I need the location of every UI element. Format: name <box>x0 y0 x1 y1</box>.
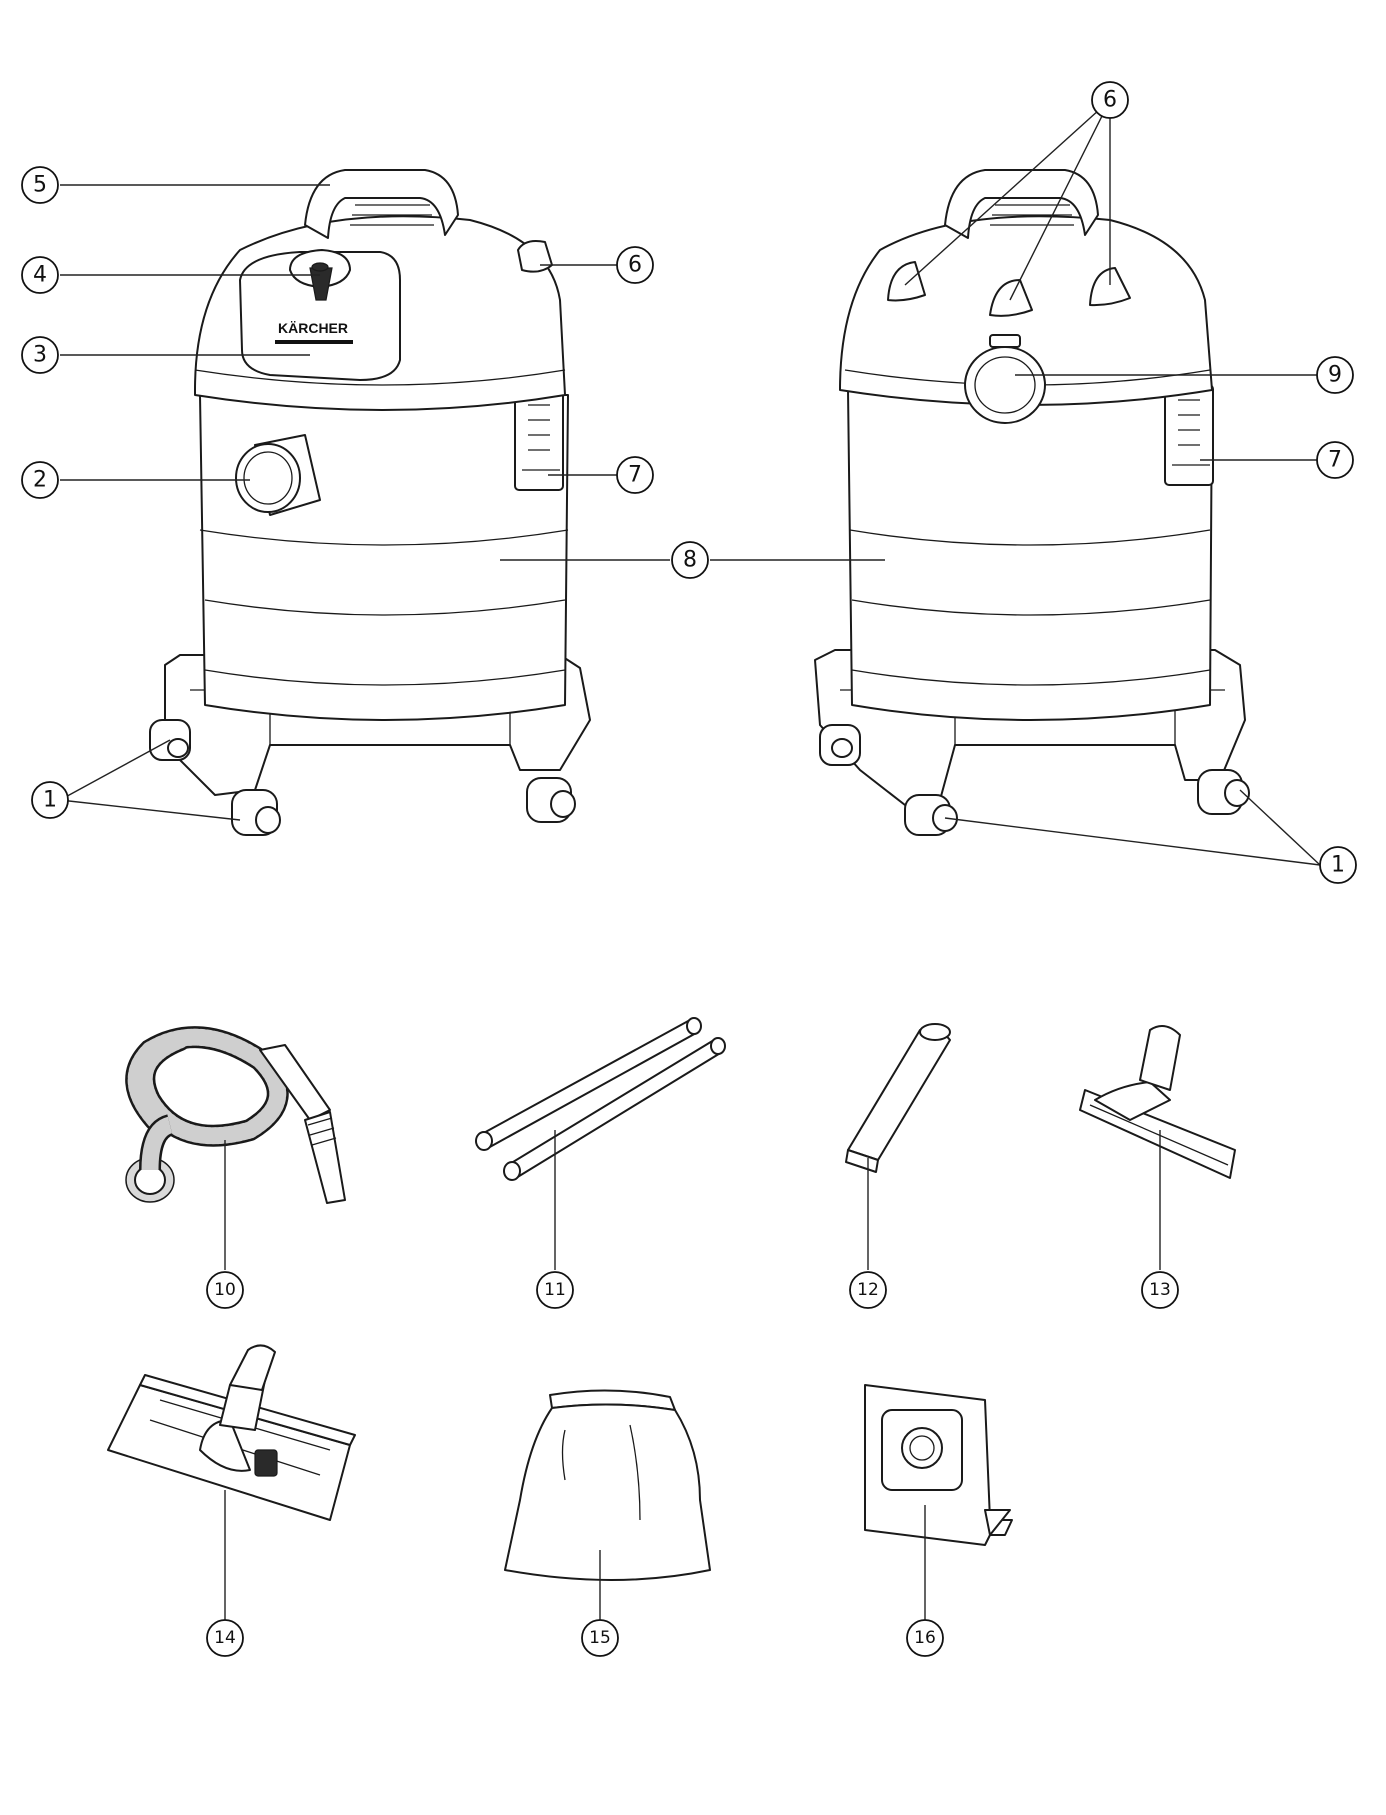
rear-caster-front <box>904 794 958 836</box>
rear-caster-left <box>819 724 861 766</box>
rear-carrying-handle <box>944 169 1099 239</box>
callout-label: 3 <box>33 343 47 368</box>
callout-7-right: 7 <box>1316 441 1354 479</box>
suction-hose <box>125 1026 346 1204</box>
filter-bag <box>504 1389 711 1581</box>
callout-1-right: 1 <box>1319 846 1357 884</box>
callout-label: 5 <box>33 173 47 198</box>
callout-label: 6 <box>628 253 642 278</box>
callout-label: 15 <box>589 1628 611 1648</box>
callout-3: 3 <box>21 336 59 374</box>
callout-label: 2 <box>33 468 47 493</box>
extension-tubes <box>475 1017 726 1181</box>
rear-accessory-holders <box>887 261 1131 317</box>
callout-6-left: 6 <box>616 246 654 284</box>
callout-5: 5 <box>21 166 59 204</box>
front-control-panel <box>239 251 401 381</box>
callout-7-left: 7 <box>616 456 654 494</box>
callout-8: 8 <box>671 541 709 579</box>
callout-4: 4 <box>21 256 59 294</box>
callout-label: 9 <box>1328 363 1342 388</box>
brand-logo-bar <box>275 340 353 344</box>
callout-2: 2 <box>21 461 59 499</box>
callout-label: 7 <box>628 463 642 488</box>
callout-1-left: 1 <box>31 781 69 819</box>
front-caster-front <box>231 789 281 836</box>
vacuum-rear-view <box>814 169 1250 836</box>
callout-16: 16 <box>906 1619 944 1657</box>
leader-lines <box>59 99 1321 1620</box>
callout-15: 15 <box>581 1619 619 1657</box>
callout-label: 4 <box>33 263 47 288</box>
callout-label: 1 <box>43 788 57 813</box>
paper-filter-bag <box>864 1384 1013 1546</box>
floor-nozzle <box>107 1344 356 1521</box>
rear-blow-port <box>964 334 1046 424</box>
rear-caster-right <box>1197 769 1250 815</box>
front-suction-port <box>235 434 321 516</box>
wet-dry-nozzle <box>1079 1025 1236 1179</box>
front-accessory-holder <box>517 240 553 273</box>
callout-6-right: 6 <box>1091 81 1129 119</box>
front-on-off-switch <box>289 249 351 301</box>
callout-label: 14 <box>214 1628 236 1648</box>
callout-label: 11 <box>544 1280 566 1300</box>
callout-label: 7 <box>1328 448 1342 473</box>
callout-label: 8 <box>683 548 697 573</box>
callout-10: 10 <box>206 1271 244 1309</box>
callout-12: 12 <box>849 1271 887 1309</box>
callout-14: 14 <box>206 1619 244 1657</box>
brand-logo: KÄRCHER <box>278 320 348 336</box>
callout-label: 1 <box>1331 853 1345 878</box>
front-container-tank <box>199 394 569 721</box>
callout-label: 12 <box>857 1280 879 1300</box>
callout-label: 6 <box>1103 88 1117 113</box>
callout-13: 13 <box>1141 1271 1179 1309</box>
vacuum-front-view: KÄRCHER <box>149 169 591 836</box>
crevice-nozzle <box>845 1023 951 1173</box>
rear-container-latch <box>1164 384 1214 486</box>
callout-label: 10 <box>214 1280 236 1300</box>
rear-container-tank <box>847 389 1213 721</box>
front-carrying-handle <box>304 169 459 239</box>
callout-9: 9 <box>1316 356 1354 394</box>
front-caster-right <box>526 777 576 823</box>
callout-label: 16 <box>914 1628 936 1648</box>
callout-label: 13 <box>1149 1280 1171 1300</box>
callout-11: 11 <box>536 1271 574 1309</box>
